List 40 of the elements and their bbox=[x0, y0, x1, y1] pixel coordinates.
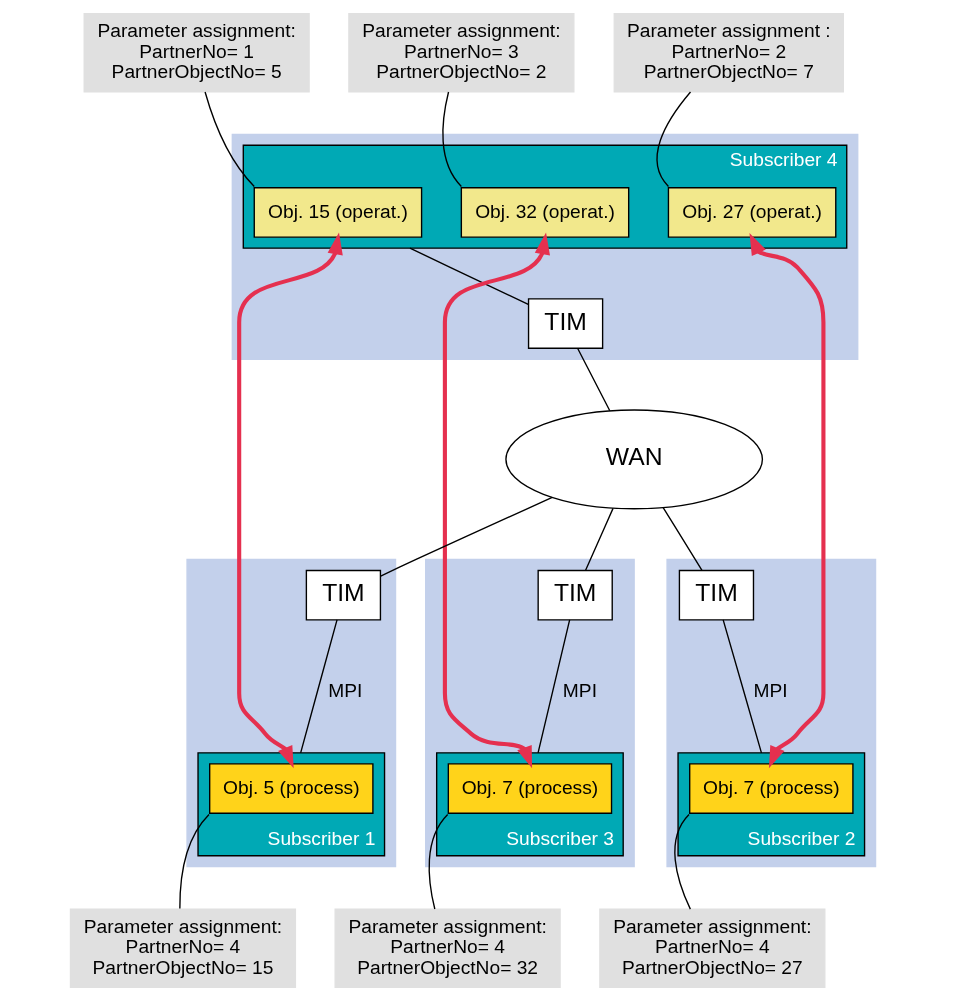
node-box: Parameter assignment: PartnerNo= 1 PartnerObjectNo= 5 bbox=[83, 12, 310, 93]
node-box: TIM bbox=[305, 569, 382, 621]
cluster bbox=[186, 558, 397, 868]
node-box: Parameter assignment: PartnerNo= 3 PartnerObjectNo= 2 bbox=[348, 12, 575, 93]
node-box: TIM bbox=[678, 569, 755, 621]
node-box: Obj. 15 (operat.) bbox=[253, 187, 423, 238]
cluster bbox=[425, 558, 635, 868]
node-box: Parameter assignment: PartnerNo= 4 PartnerObjectNo= 27 bbox=[599, 908, 826, 989]
node-box: Obj. 32 (operat.) bbox=[460, 187, 630, 238]
arrow bbox=[749, 232, 826, 769]
connector bbox=[409, 247, 529, 306]
connector bbox=[662, 506, 703, 572]
connector bbox=[299, 619, 338, 754]
connector bbox=[584, 507, 614, 571]
node-box: Obj. 7 (process) bbox=[447, 763, 613, 814]
connector bbox=[380, 496, 553, 577]
node-box: Obj. 7 (process) bbox=[689, 763, 854, 814]
cluster bbox=[666, 558, 877, 868]
node-ellipse: WAN bbox=[505, 409, 764, 510]
connector bbox=[722, 619, 763, 754]
node-box: Obj. 27 (operat.) bbox=[667, 187, 837, 238]
connector bbox=[204, 91, 255, 188]
node-box: TIM bbox=[527, 298, 604, 349]
arrow bbox=[237, 232, 343, 769]
arrow bbox=[442, 232, 550, 769]
edge-label: MPI bbox=[753, 679, 788, 701]
edge-label: MPI bbox=[562, 679, 597, 701]
connector bbox=[674, 813, 692, 910]
connector bbox=[656, 91, 692, 188]
node-box: Parameter assignment: PartnerNo= 4 PartnerObjectNo= 32 bbox=[334, 908, 561, 989]
connector bbox=[179, 813, 210, 910]
cluster bbox=[231, 133, 859, 360]
connector bbox=[442, 91, 463, 188]
node-box: Obj. 5 (process) bbox=[209, 763, 374, 814]
connector bbox=[428, 813, 449, 910]
connector bbox=[537, 619, 571, 754]
node-box: TIM bbox=[537, 569, 613, 621]
edge-label: MPI bbox=[328, 679, 363, 701]
node-box: Parameter assignment: PartnerNo= 4 PartnerObjectNo= 15 bbox=[69, 908, 297, 989]
node-box: Parameter assignment : PartnerNo= 2 PartnerObjectNo= 7 bbox=[613, 12, 844, 93]
